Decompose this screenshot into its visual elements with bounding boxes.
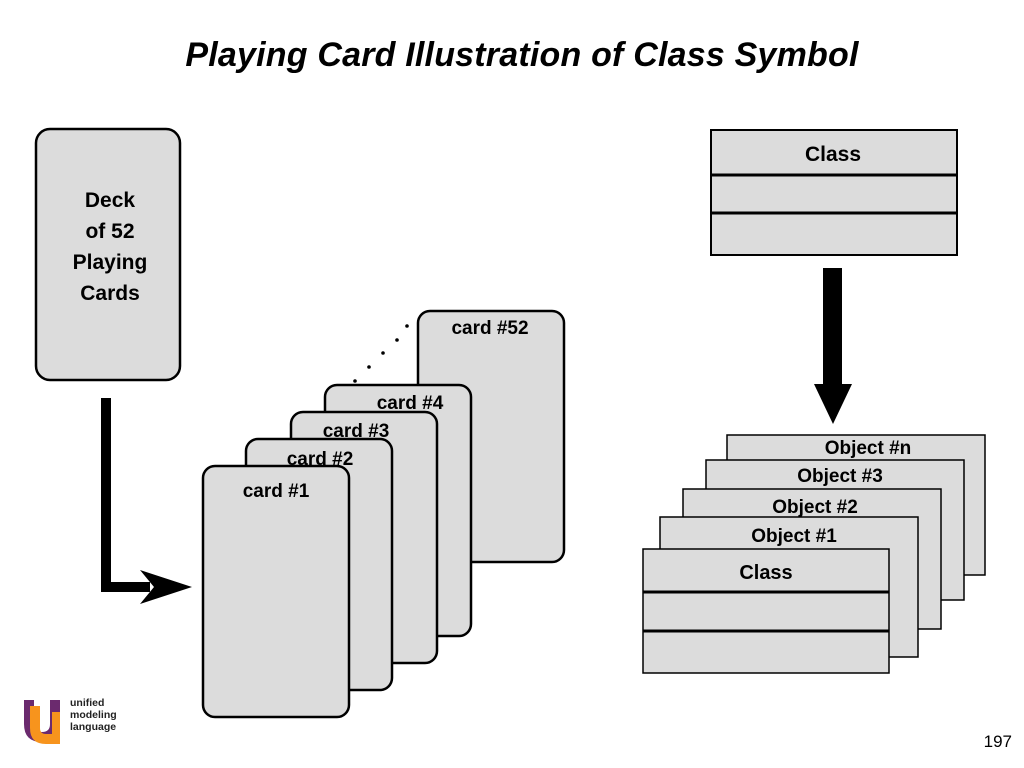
logo-line-2: modeling — [70, 709, 117, 721]
class-to-objects-arrow — [814, 268, 852, 424]
deck-label-line-4: Cards — [80, 282, 140, 305]
deck-to-cards-arrow — [101, 398, 192, 604]
card-52-label: card #52 — [451, 318, 528, 339]
uml-logo-icon — [24, 700, 60, 744]
page-number: 197 — [983, 732, 1012, 751]
uml-logo-text: unified modeling language — [70, 697, 117, 733]
object-2-label: Object #2 — [772, 497, 858, 518]
class-symbol: Class — [710, 129, 958, 256]
card-1: card #1 — [201, 464, 351, 719]
class-symbol-name: Class — [805, 143, 861, 166]
object-1-label: Object #1 — [751, 526, 837, 547]
deck-label-line-1: Deck — [85, 189, 136, 212]
logo-line-3: language — [70, 721, 117, 733]
logo-line-1: unified — [70, 697, 105, 709]
object-class-label: Class — [739, 562, 792, 584]
object-n-label: Object #n — [825, 438, 912, 459]
object-class-box: Class — [642, 548, 890, 674]
object-3-label: Object #3 — [797, 466, 883, 487]
card-ellipsis-dots — [353, 324, 409, 383]
card-3-label: card #3 — [323, 421, 390, 442]
deck-label-line-3: Playing — [73, 251, 148, 274]
deck-box: Deck of 52 Playing Cards — [34, 127, 182, 382]
slide-title: Playing Card Illustration of Class Symbo… — [185, 36, 859, 74]
card-4-label: card #4 — [377, 393, 444, 414]
deck-label-line-2: of 52 — [85, 220, 134, 243]
card-1-label: card #1 — [243, 481, 310, 502]
